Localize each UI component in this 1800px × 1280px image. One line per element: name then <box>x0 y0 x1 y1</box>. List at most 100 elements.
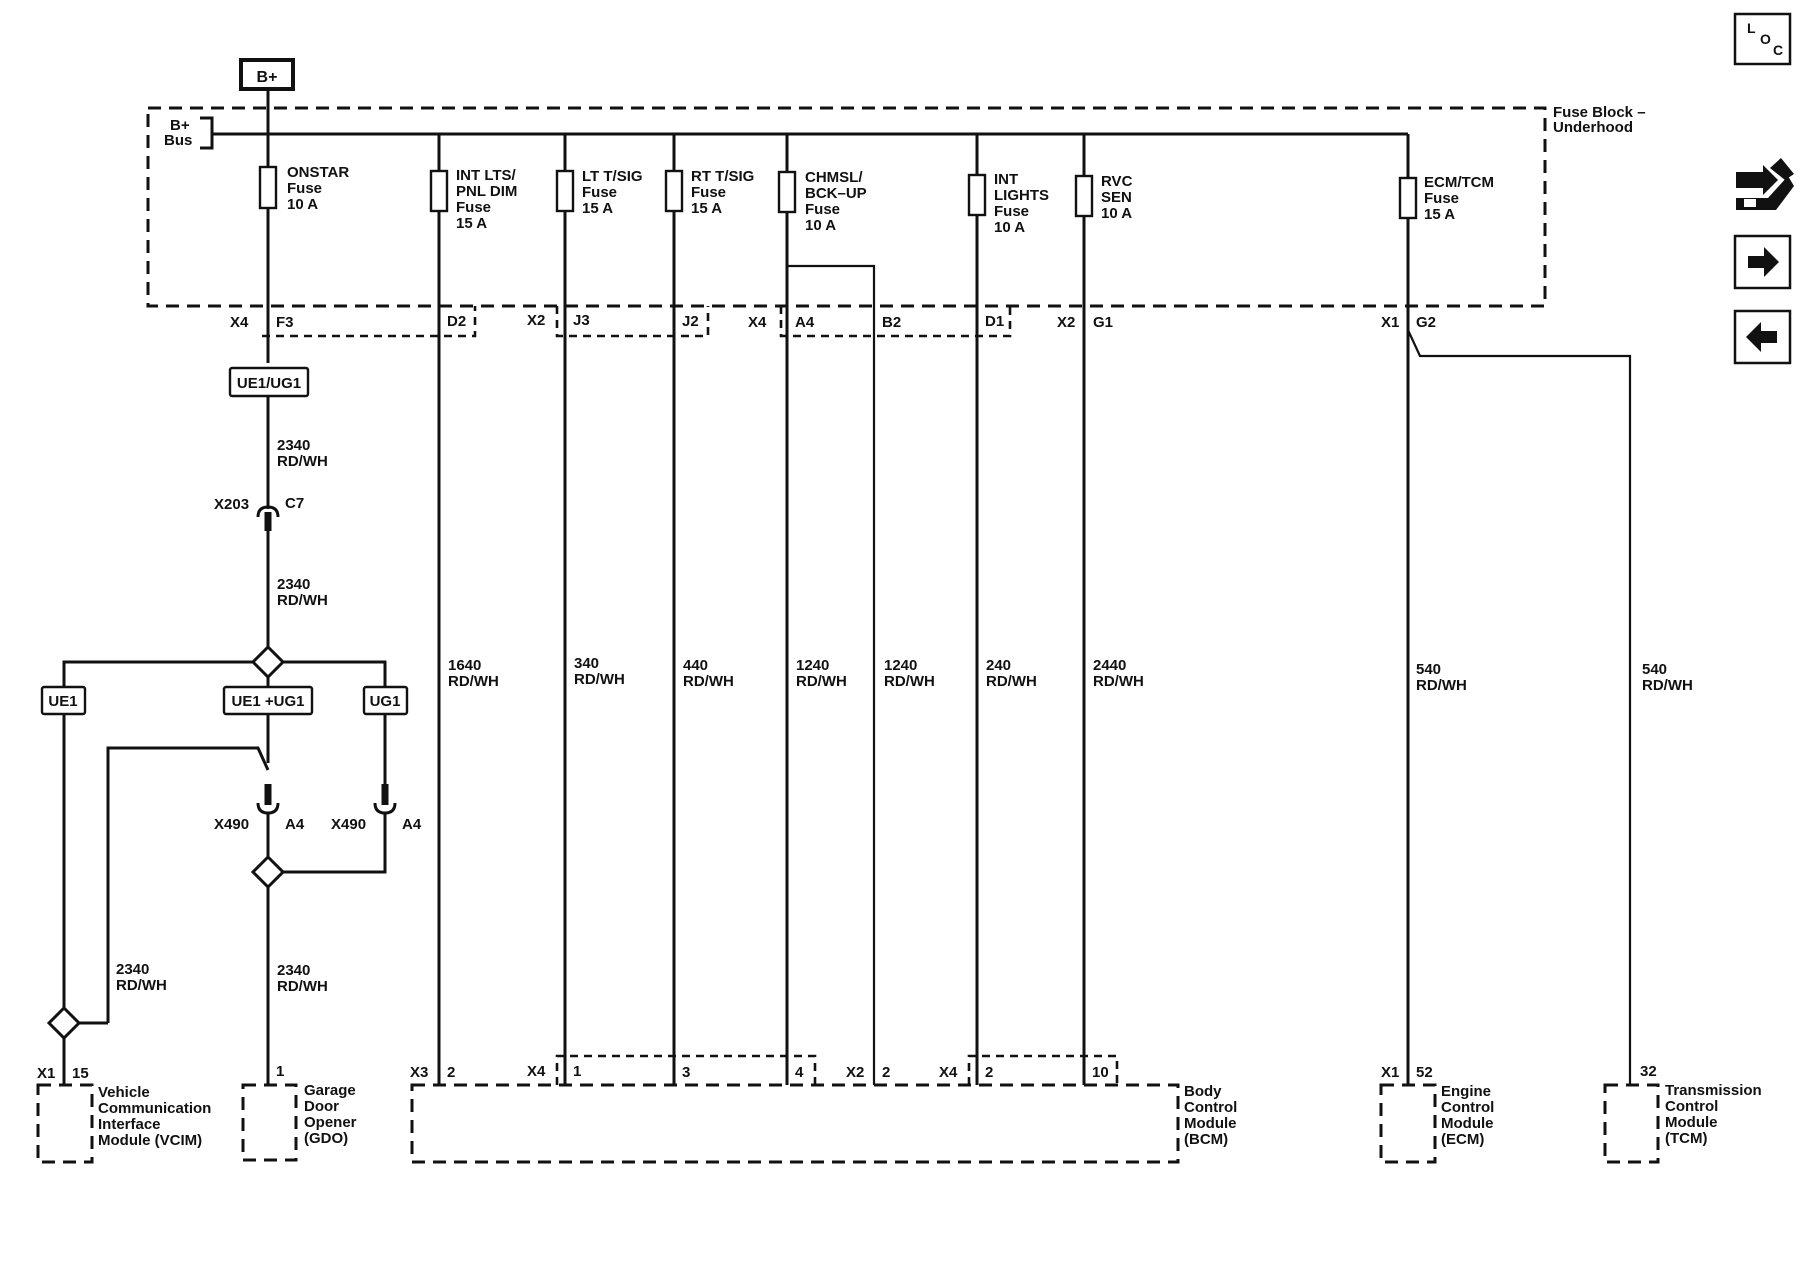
pin-d1: D1 <box>985 313 1004 330</box>
module-tcm-box <box>1603 1083 1660 1164</box>
option-box-main <box>228 366 310 398</box>
fuse-int-lts-name-2: PNL DIM <box>456 183 517 200</box>
fuse-rvc-sen <box>1074 174 1094 218</box>
pin-x4b: X4 <box>748 314 767 331</box>
previous-page-button[interactable] <box>1733 309 1792 365</box>
fuse-int-lts-rating: 15 A <box>456 215 487 232</box>
wire-440-number: 440 <box>683 657 708 674</box>
module-bcm-name-2: Control <box>1184 1099 1237 1116</box>
branch-ue1 <box>62 660 253 687</box>
ecm-pin: 52 <box>1416 1064 1433 1081</box>
splice-vcim <box>46 1005 82 1041</box>
connector-x4b-outline <box>779 306 1012 338</box>
locator-frame <box>1733 12 1792 66</box>
module-vcim-name-2: Communication <box>98 1100 211 1117</box>
fuse-chmsl-rating: 10 A <box>805 217 836 234</box>
wire-2440-color: RD/WH <box>1093 673 1144 690</box>
fuse-lt-tsig <box>555 169 575 213</box>
fuse-chmsl-name-1: CHMSL/ <box>805 169 863 186</box>
wire-540a-number: 540 <box>1416 661 1441 678</box>
x490a-label: X490 <box>214 816 249 833</box>
connector-x4-outline <box>262 306 477 338</box>
connector-view-button[interactable] <box>1736 158 1794 210</box>
option-ue1-label: UE1 <box>48 693 77 710</box>
bcm-pin-4: 4 <box>795 1064 804 1081</box>
fuse-lt-tsig-name: LT T/SIG <box>582 168 643 185</box>
module-vcim-name-4: Module (VCIM) <box>98 1132 202 1149</box>
connector-icon <box>1736 158 1794 210</box>
fuse-lt-tsig-type: Fuse <box>582 184 617 201</box>
ug1-wire-lower <box>283 813 387 874</box>
bcm-pin-1: 1 <box>573 1063 581 1080</box>
wire-1640-number: 1640 <box>448 657 481 674</box>
module-tcm-name-1: Transmission <box>1665 1082 1762 1099</box>
pin-d2: D2 <box>447 313 466 330</box>
pin-x1: X1 <box>1381 314 1399 331</box>
wire-onstar-1-color: RD/WH <box>277 453 328 470</box>
fuse-int-lts-name-1: INT LTS/ <box>456 167 517 184</box>
pin-f3: F3 <box>276 314 294 331</box>
a4a-label: A4 <box>285 816 305 833</box>
arrow-right-icon <box>1748 247 1779 277</box>
wire-340-color: RD/WH <box>574 671 625 688</box>
option-main-label: UE1/UG1 <box>237 375 301 392</box>
arrow-left-icon <box>1746 322 1777 352</box>
wire-240-number: 240 <box>986 657 1011 674</box>
bcm-connector-x4-outline <box>555 1054 817 1085</box>
component-locator-button[interactable]: L O C <box>1733 12 1792 66</box>
wire-onstar-2-color: RD/WH <box>277 592 328 609</box>
module-ecm-name-3: Module <box>1441 1115 1494 1132</box>
module-gdo-name-4: (GDO) <box>304 1130 348 1147</box>
fuse-rvc-sen-name-1: RVC <box>1101 173 1133 190</box>
wire-1240a-color: RD/WH <box>796 673 847 690</box>
module-tcm-name-4: (TCM) <box>1665 1130 1707 1147</box>
pin-g1: G1 <box>1093 314 1113 331</box>
pin-a4: A4 <box>795 314 815 331</box>
module-vcim-box <box>36 1083 94 1164</box>
pin-x4: X4 <box>230 314 249 331</box>
fuse-rvc-sen-rating: 10 A <box>1101 205 1132 222</box>
fuse-rt-tsig-type: Fuse <box>691 184 726 201</box>
fuse-chmsl <box>777 170 797 214</box>
c7-label: C7 <box>285 495 304 512</box>
fuse-rt-tsig-rating: 15 A <box>691 200 722 217</box>
fuse-rt-tsig-name: RT T/SIG <box>691 168 754 185</box>
module-ecm-name-4: (ECM) <box>1441 1131 1484 1148</box>
next-page-button[interactable] <box>1733 234 1792 290</box>
wire-1240b-color: RD/WH <box>884 673 935 690</box>
bcm-pin-2c: 2 <box>985 1064 993 1081</box>
bcm-connector-x4b-outline <box>967 1054 1119 1085</box>
module-ecm-name-1: Engine <box>1441 1083 1491 1100</box>
x203-connector-socket <box>256 505 280 518</box>
fuse-int-lights-name-1: INT <box>994 171 1018 188</box>
fuse-int-lights-name-2: LIGHTS <box>994 187 1049 204</box>
connector-x2-outline <box>555 306 710 338</box>
fuse-block-name-2: Underhood <box>1553 119 1633 136</box>
bcm-pin-2a: 2 <box>447 1064 455 1081</box>
wire-vcim-number: 2340 <box>116 961 149 978</box>
module-ecm-box <box>1379 1083 1437 1164</box>
module-bcm-name-4: (BCM) <box>1184 1131 1228 1148</box>
fuse-int-lts <box>429 169 449 213</box>
module-bcm-box <box>410 1083 1180 1164</box>
fuse-ecm-tcm-type: Fuse <box>1424 190 1459 207</box>
fuse-ecm-tcm-name: ECM/TCM <box>1424 174 1494 191</box>
pin-g2: G2 <box>1416 314 1436 331</box>
module-bcm-name-3: Module <box>1184 1115 1237 1132</box>
module-tcm-name-3: Module <box>1665 1114 1718 1131</box>
module-gdo-box <box>241 1083 298 1162</box>
pin-j3: J3 <box>573 312 590 329</box>
vcim-pin: 15 <box>72 1065 89 1082</box>
ecm-connector: X1 <box>1381 1064 1399 1081</box>
fuse-onstar-type: Fuse <box>287 180 322 197</box>
power-source-box <box>239 58 295 91</box>
splice-top <box>250 644 286 680</box>
fuse-rt-tsig <box>664 169 684 213</box>
bcm-x3: X3 <box>410 1064 428 1081</box>
wire-1240a-number: 1240 <box>796 657 829 674</box>
fuse-onstar <box>258 165 278 210</box>
fuse-ecm-tcm-rating: 15 A <box>1424 206 1455 223</box>
branch-ug1 <box>283 660 387 687</box>
fuse-int-lights-rating: 10 A <box>994 219 1025 236</box>
